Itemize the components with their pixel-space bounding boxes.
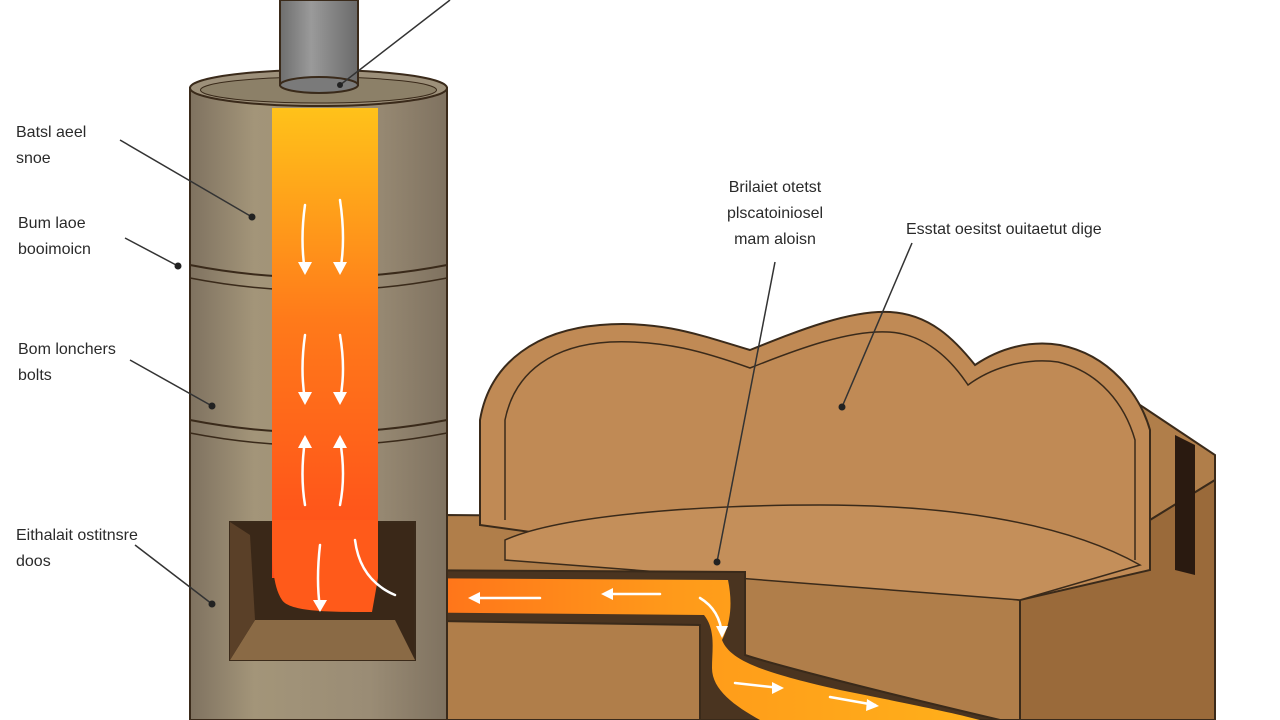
feed-flame [272, 520, 378, 612]
label-exhaust-door: Eithalait ostitnsre doos [16, 523, 138, 575]
leader-bench [841, 242, 913, 408]
label-burn-tube-line2: booimoicn [18, 241, 91, 258]
leader-lines [119, 0, 913, 608]
label-exhaust-door-line1: Eithalait ostitnsre [16, 527, 138, 544]
label-chimney-top: Batsl aeel snoe [16, 120, 86, 172]
feed-opening-floor [230, 620, 415, 660]
leader-chimney [339, 0, 451, 86]
chimney-pipe [279, 0, 359, 86]
bench [444, 310, 1216, 720]
label-duct-line3: mam aloisn [734, 231, 816, 248]
bench-side-slot [1175, 435, 1195, 575]
leader-bench-dot [838, 403, 846, 411]
arrow-icon [298, 203, 312, 275]
leader-exhaust-door [134, 544, 213, 605]
label-exhaust-door-line2: doos [16, 553, 51, 570]
leader-exhaust-door-dot [208, 600, 216, 608]
bench-backrest-inner [504, 331, 1136, 560]
label-duct-line1: Brilaiet otetst [728, 179, 822, 196]
barrel [189, 69, 448, 720]
chimney [279, 0, 359, 94]
arrow-icon [333, 198, 347, 275]
label-burn-chamber-line1: Bom lonchers [18, 341, 116, 358]
arrow-icon [298, 333, 312, 405]
arrow-icon [333, 435, 347, 507]
arrow-icon [313, 543, 327, 612]
bench-seat [504, 504, 1142, 601]
chimney-base [279, 76, 359, 94]
arrow-icon [698, 596, 728, 638]
leader-burn-tube-dot [174, 262, 182, 270]
arrow-icon [733, 681, 784, 694]
arrow-icon [333, 333, 347, 405]
label-duct: Brilaiet otetst plscatoiniosel mam alois… [695, 175, 855, 253]
arrow-icon [353, 538, 397, 597]
arrow-icon [298, 435, 312, 507]
leader-burn-tube [124, 237, 179, 267]
feed-opening-left [230, 522, 255, 660]
leader-burn-chamber [129, 359, 213, 407]
label-chimney-top-line1: Batsl aeel [16, 124, 87, 141]
label-burn-chamber: Bom lonchers bolts [18, 337, 116, 389]
leader-chimney-top-dot [248, 213, 256, 221]
leader-chimney-top [119, 139, 253, 218]
arrow-icon [601, 588, 662, 600]
label-bench-line1: Esstat oesitst ouitaetut dige [906, 221, 1102, 238]
arrow-icon [468, 592, 542, 604]
leader-chimney-dot [337, 82, 343, 88]
leader-duct [716, 261, 776, 563]
label-burn-chamber-line2: bolts [18, 367, 52, 384]
label-burn-tube: Bum laoe booimoicn [18, 211, 91, 263]
label-duct-line2: plscatoiniosel [726, 205, 824, 222]
flow-arrows [298, 198, 879, 711]
burn-tube-flame [272, 108, 378, 578]
label-bench: Esstat oesitst ouitaetut dige [906, 217, 1102, 243]
label-burn-tube-line1: Bum laoe [18, 215, 86, 232]
arrow-icon [828, 695, 879, 711]
leader-burn-chamber-dot [208, 402, 216, 410]
label-chimney-top-line2: snoe [16, 150, 51, 167]
leader-duct-dot [713, 558, 721, 566]
